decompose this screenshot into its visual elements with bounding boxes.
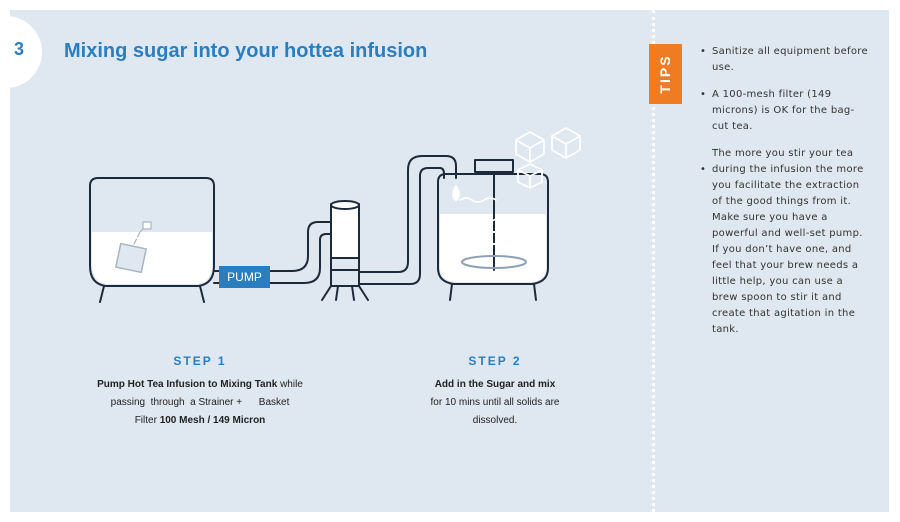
panel-divider: [652, 10, 655, 512]
tips-list: • Sanitize all equipment before use. • A 1…: [700, 44, 870, 349]
step-2-line-1: Add in the Sugar and mix: [395, 376, 595, 394]
tea-bag-icon: [115, 221, 152, 274]
step-1-text-1: while: [277, 379, 303, 390]
step-2-bold-1: Add in the Sugar and mix: [434, 379, 556, 390]
mixing-tank-icon: [437, 159, 549, 301]
pump-label: PUMP: [219, 266, 270, 288]
step-1-line-2: passing through a Strainer + Basket: [110, 397, 290, 408]
tips-tab-label: TIPS: [657, 54, 673, 94]
step-1-bold-2: 100 Mesh / 149 Micron: [159, 415, 266, 426]
step-1-line-1: Pump Hot Tea Infusion to Mixing Tank whi…: [70, 376, 330, 394]
liquid-waves-icon: [95, 197, 543, 239]
tip-text: A 100-mesh filter (149 microns) is OK fo…: [712, 89, 855, 132]
step-2-description: Add in the Sugar and mix for 10 mins unt…: [395, 376, 595, 430]
step-2-line-2: for 10 mins until all solids are: [430, 397, 560, 408]
step-2-title: STEP 2: [468, 354, 522, 368]
tip-item: • The more you stir your tea during the i…: [700, 146, 870, 338]
strainer-filter-icon: [321, 200, 369, 301]
tip-item: • A 100-mesh filter (149 microns) is OK f…: [700, 87, 870, 135]
step-1-text-3: Filter: [134, 415, 160, 426]
pipe-to-mixing-tank-icon: [358, 155, 457, 285]
tip-text: Sanitize all equipment before use.: [712, 46, 868, 73]
process-diagram: [89, 127, 581, 303]
step-1-bold-1: Pump Hot Tea Infusion to Mixing Tank: [97, 379, 278, 390]
step-1-description: Pump Hot Tea Infusion to Mixing Tank whi…: [70, 376, 330, 430]
step-number: 3: [14, 39, 25, 59]
step-2-line-3: dissolved.: [472, 415, 518, 426]
sugar-drop-icon: [452, 185, 460, 201]
bullet-icon: •: [700, 89, 707, 100]
bullet-icon: •: [700, 46, 707, 57]
bullet-icon: •: [700, 164, 707, 175]
step-1-line-3: Filter 100 Mesh / 149 Micron: [70, 412, 330, 430]
tips-tab: TIPS: [649, 44, 682, 104]
page-title: Mixing sugar into your hottea infusion: [64, 40, 428, 62]
pipe-to-strainer-icon: [269, 221, 332, 284]
pipe-to-pump-icon: [213, 270, 220, 284]
infusion-tank-icon: [89, 177, 215, 303]
step-1-title: STEP 1: [173, 354, 227, 368]
tip-text: The more you stir your tea during the in…: [712, 148, 864, 335]
tip-item: • Sanitize all equipment before use.: [700, 44, 870, 76]
sugar-cubes-icon: [515, 127, 581, 189]
